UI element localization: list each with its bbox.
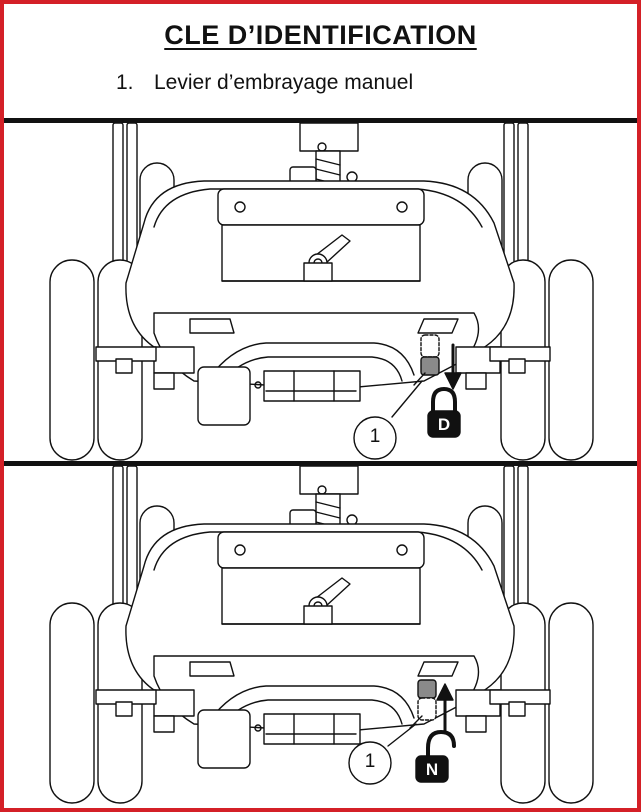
callout-number: 1 (369, 426, 381, 447)
identification-key: CLE D’IDENTIFICATION 1. Levier d’embrayag… (4, 4, 637, 118)
axles (95, 689, 551, 733)
clutch-lever (413, 334, 440, 386)
lock-letter: N (425, 760, 439, 779)
key-item: 1. Levier d’embrayage manuel (116, 71, 413, 95)
lock-letter: D (437, 415, 451, 434)
callout-leader (391, 380, 423, 418)
padlock-open-icon (415, 730, 456, 783)
reflector-left (189, 661, 235, 677)
padlock-closed-icon (427, 387, 461, 438)
panel-freewheel: 1 N (4, 466, 637, 804)
bumper-cutout (209, 342, 415, 378)
scooter-rear-view-freewheel (49, 466, 594, 804)
key-title: CLE D’IDENTIFICATION (164, 20, 477, 50)
arrow-down-icon (444, 343, 462, 390)
divider-middle (4, 461, 637, 466)
callout-number: 1 (364, 751, 376, 772)
panel-drive-engaged: 1 D (4, 123, 637, 461)
battery-handle (303, 577, 351, 625)
clutch-lever (409, 679, 437, 729)
callout-circle (348, 741, 392, 785)
bumper-cutout (209, 685, 415, 721)
reflector-right (417, 318, 459, 334)
key-item-label: Levier d’embrayage manuel (154, 71, 414, 94)
arrow-up-icon (436, 683, 454, 734)
reflector-right (417, 661, 459, 677)
battery-handle (303, 234, 351, 282)
seat-post (289, 466, 359, 542)
callout-leader (387, 723, 417, 747)
axles (95, 346, 551, 390)
scooter-rear-view-engaged (49, 123, 594, 461)
divider-top (4, 118, 637, 123)
key-item-number: 1. (116, 71, 134, 94)
callout-circle (353, 416, 397, 460)
reflector-left (189, 318, 235, 334)
